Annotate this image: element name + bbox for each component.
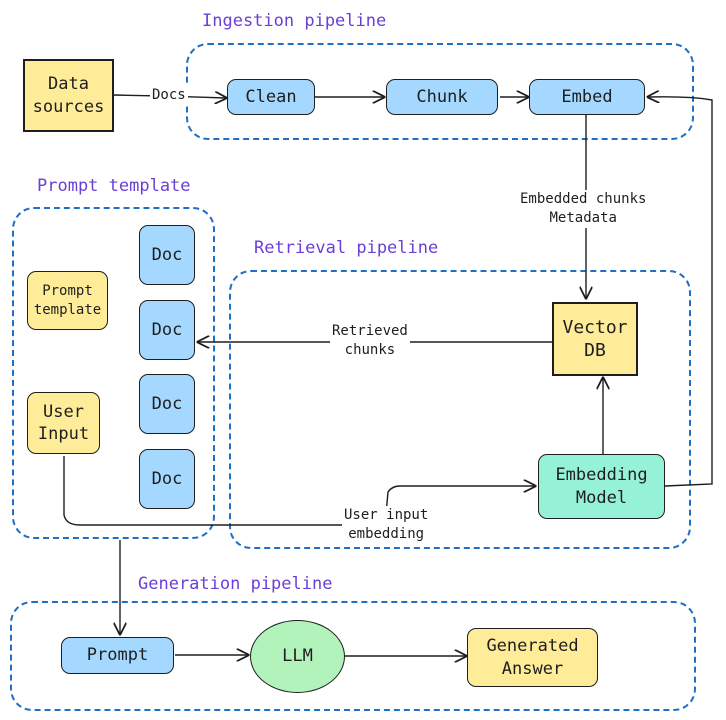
doc-node[interactable]: Doc bbox=[139, 300, 195, 360]
edge-label-retrieved-chunks: Retrieved chunks bbox=[330, 322, 410, 360]
edge-model-embed bbox=[648, 97, 713, 487]
prompt-template-title: Prompt template bbox=[37, 176, 191, 196]
prompt-template-node[interactable]: Prompt template bbox=[27, 271, 108, 330]
llm-node[interactable]: LLM bbox=[250, 620, 345, 693]
generated-answer-node[interactable]: Generated Answer bbox=[467, 628, 598, 687]
edge-label-docs: Docs bbox=[150, 86, 188, 105]
doc-node[interactable]: Doc bbox=[139, 449, 195, 509]
generation-pipeline-title: Generation pipeline bbox=[138, 574, 333, 594]
chunk-node[interactable]: Chunk bbox=[386, 79, 498, 115]
prompt-template-group bbox=[12, 207, 215, 539]
vector-db-node[interactable]: Vector DB bbox=[552, 302, 638, 376]
edge-label-user-input-embedding: User input embedding bbox=[342, 506, 431, 544]
doc-node[interactable]: Doc bbox=[139, 374, 195, 434]
user-input-node[interactable]: User Input bbox=[27, 392, 100, 454]
ingestion-pipeline-title: Ingestion pipeline bbox=[202, 11, 387, 31]
retrieval-pipeline-group bbox=[229, 270, 691, 549]
embedding-model-node[interactable]: Embedding Model bbox=[538, 454, 665, 519]
embed-node[interactable]: Embed bbox=[529, 79, 645, 115]
retrieval-pipeline-title: Retrieval pipeline bbox=[254, 238, 439, 258]
data-sources-node[interactable]: Data sources bbox=[23, 59, 114, 132]
generation-pipeline-group bbox=[10, 601, 696, 711]
edge-userinput-model bbox=[63, 456, 535, 526]
edge-label-embedded-chunks: Embedded chunks Metadata bbox=[518, 190, 649, 228]
doc-node[interactable]: Doc bbox=[139, 225, 195, 285]
clean-node[interactable]: Clean bbox=[227, 79, 315, 115]
prompt-node[interactable]: Prompt bbox=[61, 637, 174, 674]
